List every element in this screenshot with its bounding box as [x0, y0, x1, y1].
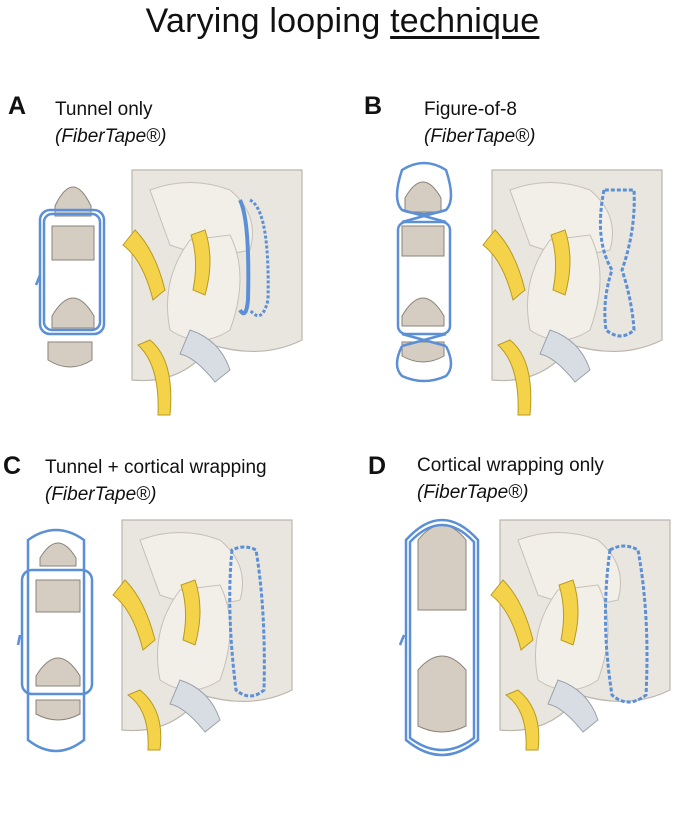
panel-d: D Cortical wrapping only (FiberTape®): [342, 440, 684, 820]
tape-loop: [16, 528, 94, 753]
technique-name: Cortical wrapping only: [417, 455, 604, 476]
material-name: (FiberTape®): [55, 126, 167, 147]
material-name: (FiberTape®): [424, 126, 536, 147]
lamina-schematic: [35, 542, 81, 721]
technique-name: Tunnel + cortical wrapping: [45, 457, 267, 478]
panel-b: B Figure-of-8 (FiberTape®): [342, 80, 684, 460]
panel-letter: B: [364, 92, 383, 120]
panel-letter: C: [3, 452, 22, 480]
technique-name: Figure-of-8: [424, 99, 517, 120]
title-prefix: Varying looping: [145, 2, 391, 40]
tape-loop: [398, 518, 480, 757]
material-name: (FiberTape®): [45, 484, 157, 505]
panel-caption: Tunnel only (FiberTape®): [55, 96, 167, 150]
figure-of-8-illustration: [395, 161, 663, 416]
tunnel-only-illustration: [34, 169, 303, 416]
spine-render: [112, 519, 293, 751]
spine-render: [122, 169, 303, 416]
figure-title: Varying looping technique: [0, 2, 685, 41]
spine-render: [482, 169, 663, 416]
panel-caption: Tunnel + cortical wrapping (FiberTape®): [45, 454, 267, 508]
panel-letter: A: [8, 92, 27, 120]
panel-letter: D: [368, 452, 387, 480]
spine-render: [490, 519, 671, 751]
panel-caption: Figure-of-8 (FiberTape®): [424, 96, 536, 150]
lamina-schematic: [417, 524, 467, 733]
tape-loop: [395, 161, 453, 383]
tape-loop: [34, 208, 106, 336]
tunnel-cortical-illustration: [16, 519, 293, 753]
panel-caption: Cortical wrapping only (FiberTape®): [417, 452, 604, 506]
panel-c: C Tunnel + cortical wrapping (FiberTape®…: [0, 440, 342, 820]
technique-name: Tunnel only: [55, 99, 153, 120]
cortical-only-illustration: [398, 518, 671, 757]
material-name: (FiberTape®): [417, 482, 529, 503]
lamina-schematic: [401, 181, 445, 363]
panel-a: A Tunnel only (FiberTape®): [0, 80, 342, 460]
title-underlined-word: technique: [390, 2, 540, 40]
